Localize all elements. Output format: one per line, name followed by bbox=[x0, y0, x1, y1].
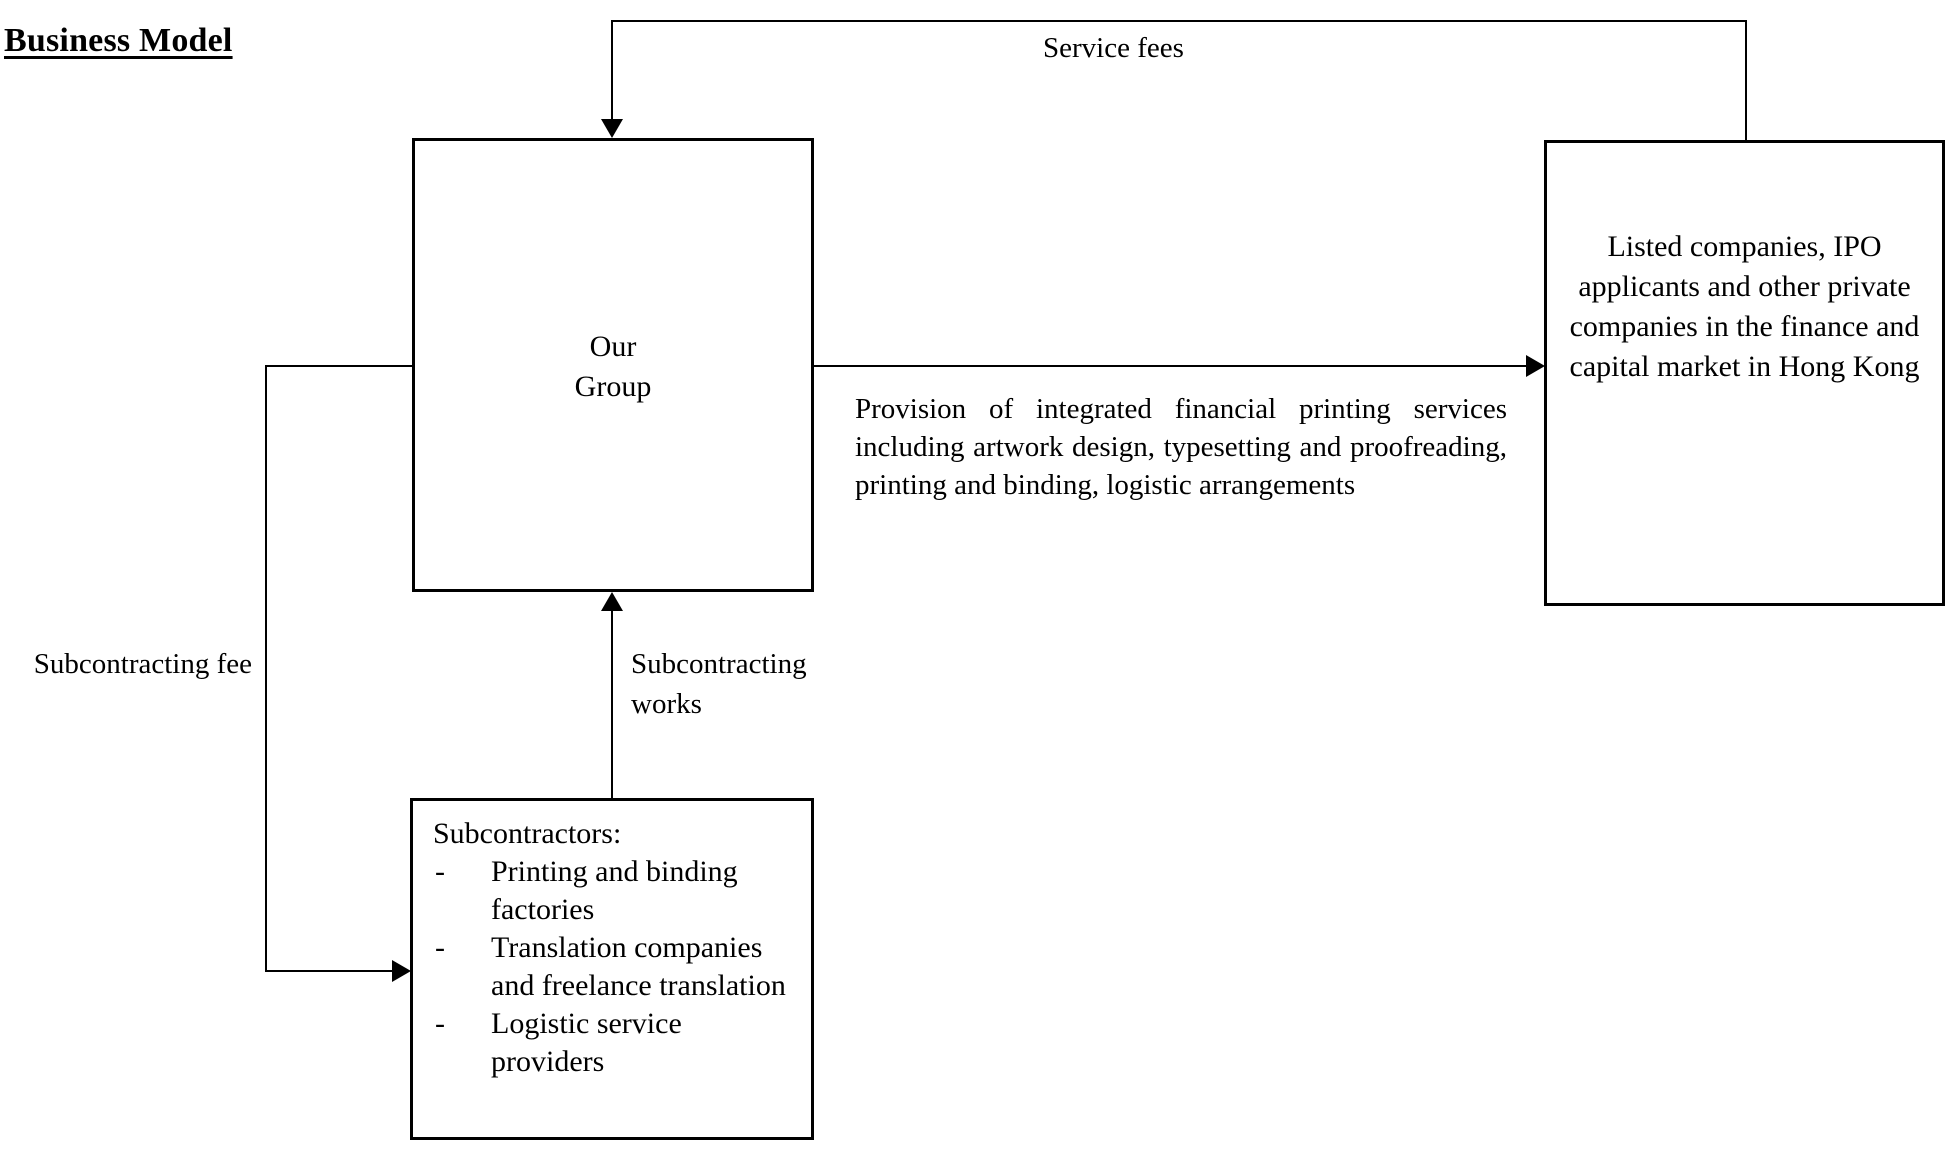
subcontracting-works-connector-line bbox=[611, 610, 613, 800]
box-our-group: Our Group bbox=[412, 138, 814, 592]
box-clients: Listed companies, IPO applicants and oth… bbox=[1544, 140, 1945, 606]
service-fees-connector-vertical-left bbox=[611, 20, 613, 120]
clients-label: Listed companies, IPO applicants and oth… bbox=[1569, 230, 1920, 383]
service-fees-connector-vertical-right bbox=[1745, 21, 1747, 142]
our-group-label-line1: Our bbox=[589, 330, 637, 363]
box-subcontractors: Subcontractors: - Printing and binding f… bbox=[410, 798, 814, 1140]
provision-label: Provision of integrated financial printi… bbox=[855, 393, 1507, 501]
list-item: - Translation companies and freelance tr… bbox=[433, 929, 801, 1005]
subcontracting-works-label: Subcontracting works bbox=[631, 648, 807, 720]
subcontracting-fee-connector-bottom bbox=[265, 970, 392, 972]
subcontractors-content: Subcontractors: - Printing and binding f… bbox=[433, 815, 801, 1081]
list-item: - Logistic service providers bbox=[433, 1005, 801, 1081]
subcontracting-works-arrowhead-icon bbox=[601, 592, 623, 611]
dash-bullet-icon: - bbox=[435, 855, 445, 888]
subcontracting-fee-connector-vertical bbox=[265, 365, 267, 971]
list-item: - Printing and binding factories bbox=[433, 853, 801, 929]
list-item-label: Printing and binding factories bbox=[491, 855, 738, 926]
dash-bullet-icon: - bbox=[435, 1007, 445, 1040]
subcontractors-list: - Printing and binding factories - Trans… bbox=[433, 853, 801, 1081]
subcontractors-heading: Subcontractors: bbox=[433, 817, 622, 850]
our-group-label-line2: Group bbox=[574, 370, 652, 403]
list-item-label: Logistic service providers bbox=[491, 1007, 682, 1078]
subcontracting-fee-label: Subcontracting fee bbox=[33, 648, 252, 680]
provision-connector-line bbox=[814, 365, 1528, 367]
service-fees-connector-horizontal bbox=[611, 20, 1747, 22]
provision-arrowhead-icon bbox=[1526, 355, 1545, 377]
service-fees-label: Service fees bbox=[1043, 32, 1184, 64]
dash-bullet-icon: - bbox=[435, 931, 445, 964]
subcontracting-fee-connector-top bbox=[265, 365, 413, 367]
page-title: Business Model bbox=[4, 22, 233, 59]
subcontracting-fee-arrowhead-icon bbox=[392, 960, 411, 982]
list-item-label: Translation companies and freelance tran… bbox=[491, 931, 786, 1002]
service-fees-arrowhead-icon bbox=[601, 119, 623, 138]
